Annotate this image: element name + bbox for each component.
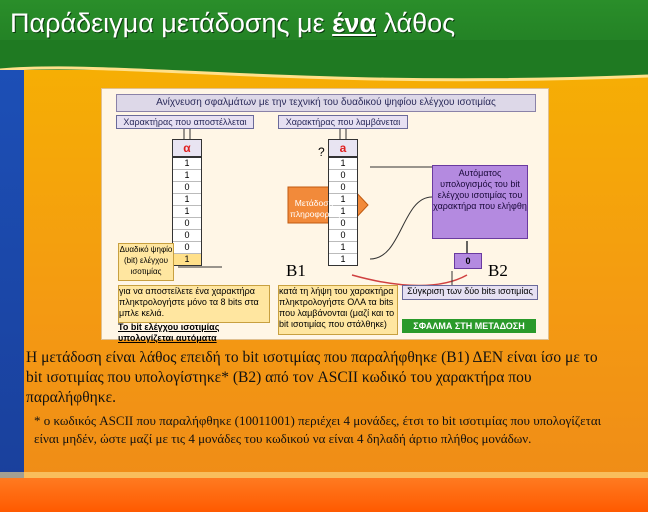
sent-bits-column: 1 1 0 1 1 0 0 0 1 [172,157,202,266]
sent-bit[interactable]: 1 [173,158,201,170]
error-indicator: ΣΦΑΛΜΑ ΣΤΗ ΜΕΤΑΔΟΣΗ [402,319,536,333]
sent-bit[interactable]: 0 [173,242,201,254]
received-bit[interactable]: 0 [329,218,357,230]
sent-instruction: για να αποστείλετε ένα χαρακτήρα πληκτρο… [118,285,270,323]
sent-char-cell: α [172,139,202,157]
bottom-accent-bar [0,472,648,512]
received-bit[interactable]: 1 [329,194,357,206]
explanation-paragraph: Η μετάδοση είναι λάθος επειδή το bit ισο… [26,349,598,406]
received-bit[interactable]: 0 [329,170,357,182]
parity-bit-caption: Δυαδικό ψηφίο (bit) ελέγχου ισοτιμίας [118,243,174,281]
received-bit[interactable]: 1 [329,242,357,254]
received-parity-bit[interactable]: 1 [340,254,346,264]
received-bit[interactable]: 1 [329,158,357,170]
received-char-label: Χαρακτήρας που λαμβάνεται [278,115,408,129]
transfer-label: Μετάδοση πληροφορίας [290,198,341,219]
title-suffix: λάθος [375,8,456,38]
received-instruction: κατά τη λήψη του χαρακτήρα πληκτρολογήστ… [278,285,398,335]
question-mark: ? [318,145,325,159]
sent-bit[interactable]: 1 [173,170,201,182]
calculated-parity-bit: 0 [454,253,482,269]
title-emphasis: ένα [332,8,376,38]
diagram-heading: Ανίχνευση σφαλμάτων με την τεχνική του δ… [116,94,536,112]
parity-diagram: Ανίχνευση σφαλμάτων με την τεχνική του δ… [101,88,549,343]
label-b1: B1 [286,261,306,280]
received-bit[interactable]: 0 [329,230,357,242]
received-char-cell: a [328,139,358,157]
auto-parity-calc-box: Αυτόματος υπολογισμός του bit ελέγχου ισ… [432,165,528,239]
footnote: * ο κωδικός ASCII που παραλήφθηκε (10011… [34,413,602,446]
sent-bit[interactable]: 0 [173,182,201,194]
received-bit[interactable]: 0 [329,182,357,194]
title-prefix: Παράδειγμα μετάδοσης με [10,8,333,38]
compare-parity-label: Σύγκριση των δύο bits ισοτιμίας [402,285,538,300]
received-bits-column: 1 0 0 1 1 0 0 1 1 [328,157,358,266]
slide-title: Παράδειγμα μετάδοσης με ένα λάθος [10,8,455,39]
left-accent-strip [0,70,24,512]
header-wave [0,40,648,82]
sent-bit[interactable]: 0 [173,230,201,242]
sent-instruction-auto: Το bit ελέγχου ισοτιμίας υπολογίζεται αυ… [118,322,220,343]
sent-parity-bit: 1 [173,254,201,265]
sent-bit[interactable]: 1 [173,194,201,206]
sent-bit[interactable]: 0 [173,218,201,230]
sent-bit[interactable]: 1 [173,206,201,218]
received-bit[interactable]: 1 [329,206,357,218]
sent-char-label: Χαρακτήρας που αποστέλλεται [116,115,254,129]
label-b2: B2 [488,261,508,280]
